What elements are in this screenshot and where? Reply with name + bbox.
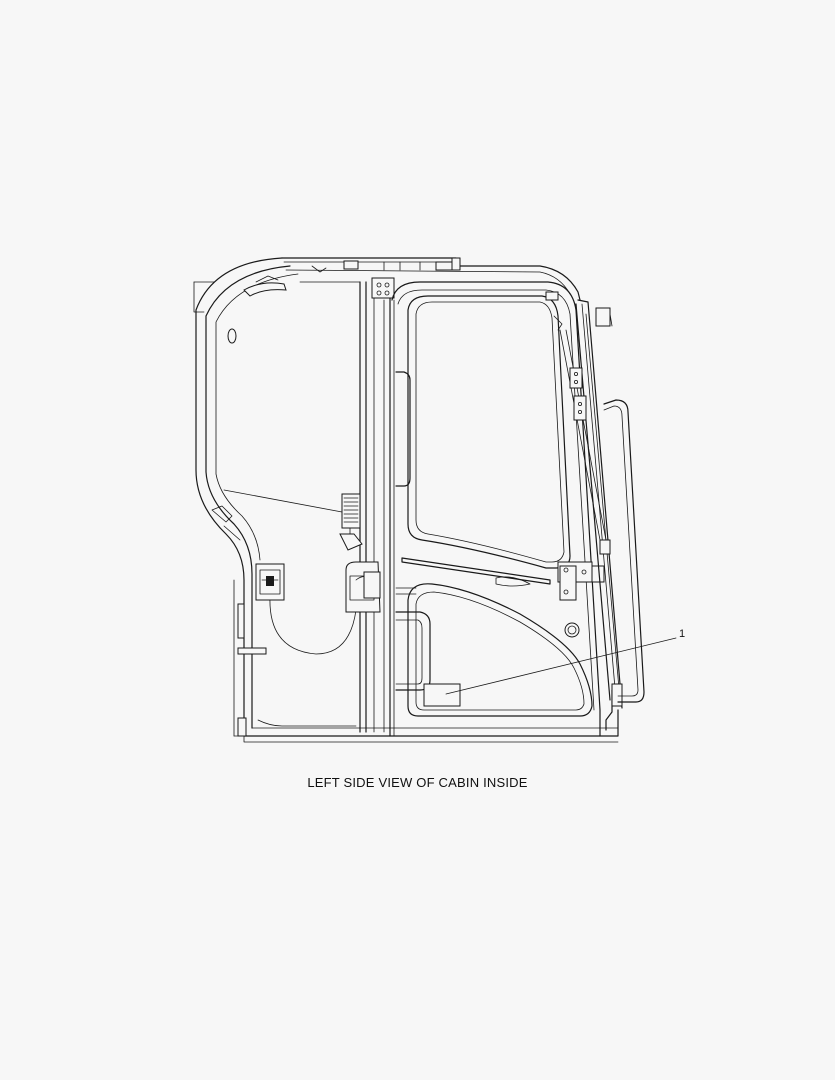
door-crossbar [401, 557, 551, 587]
door-upper-window [407, 295, 571, 569]
callout-label-1: 1 [679, 628, 685, 640]
callout-1: 1 [445, 628, 685, 695]
center-pillar [299, 277, 395, 737]
exterior-grab-handle [603, 399, 645, 703]
diagram-caption: LEFT SIDE VIEW OF CABIN INSIDE [307, 775, 528, 790]
door-lower-window [407, 583, 593, 717]
door-lock [345, 561, 381, 613]
cabin-floor [251, 719, 619, 729]
roof-rail [281, 257, 581, 301]
door-frame [391, 281, 613, 737]
power-socket [255, 563, 285, 601]
label-plate [423, 683, 461, 707]
cabin-outer-frame [193, 257, 619, 743]
wiring-harness [223, 489, 357, 655]
rear-pillar [545, 291, 623, 709]
door-hinge-latch [557, 561, 605, 638]
door-grab-handles [395, 371, 431, 691]
callout-leader-line [445, 637, 677, 695]
switch-box [339, 493, 363, 551]
